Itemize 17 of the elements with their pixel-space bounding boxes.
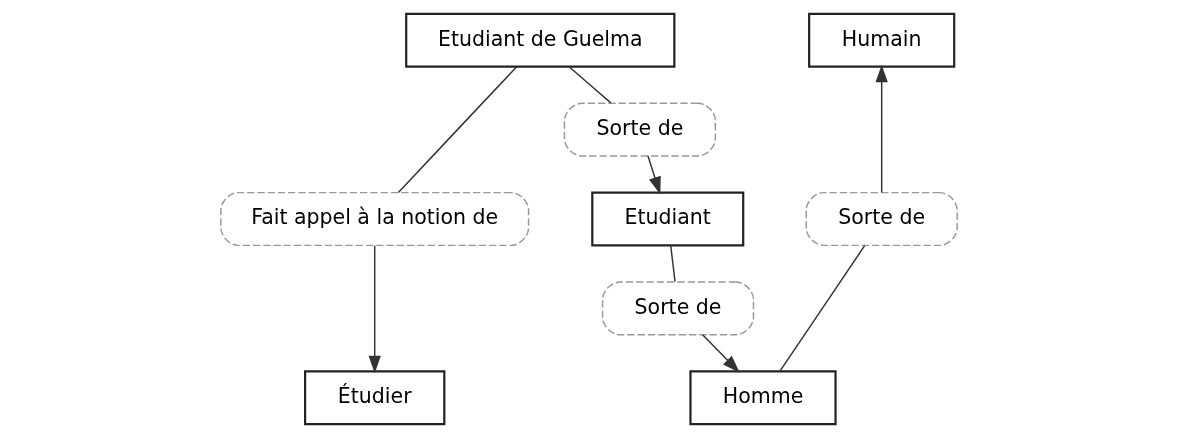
arrow (701, 334, 740, 373)
node-box: Homme (689, 370, 837, 426)
node-box: Sorte de (601, 281, 755, 336)
node-box: Fait appel à la notion de (220, 191, 530, 247)
connector (568, 66, 612, 104)
connector (670, 244, 676, 283)
node-box: Etudiant de Guelma (405, 12, 676, 68)
node-box: Sorte de (563, 102, 717, 157)
node-box: Humain (808, 12, 956, 68)
connector (779, 244, 866, 372)
node-box: Étudier (304, 370, 446, 426)
arrow (875, 64, 888, 194)
arrow (368, 244, 381, 374)
arrow (647, 155, 661, 195)
node-box: Sorte de (805, 191, 958, 247)
connector (397, 66, 518, 194)
node-box: Etudiant (591, 191, 745, 247)
